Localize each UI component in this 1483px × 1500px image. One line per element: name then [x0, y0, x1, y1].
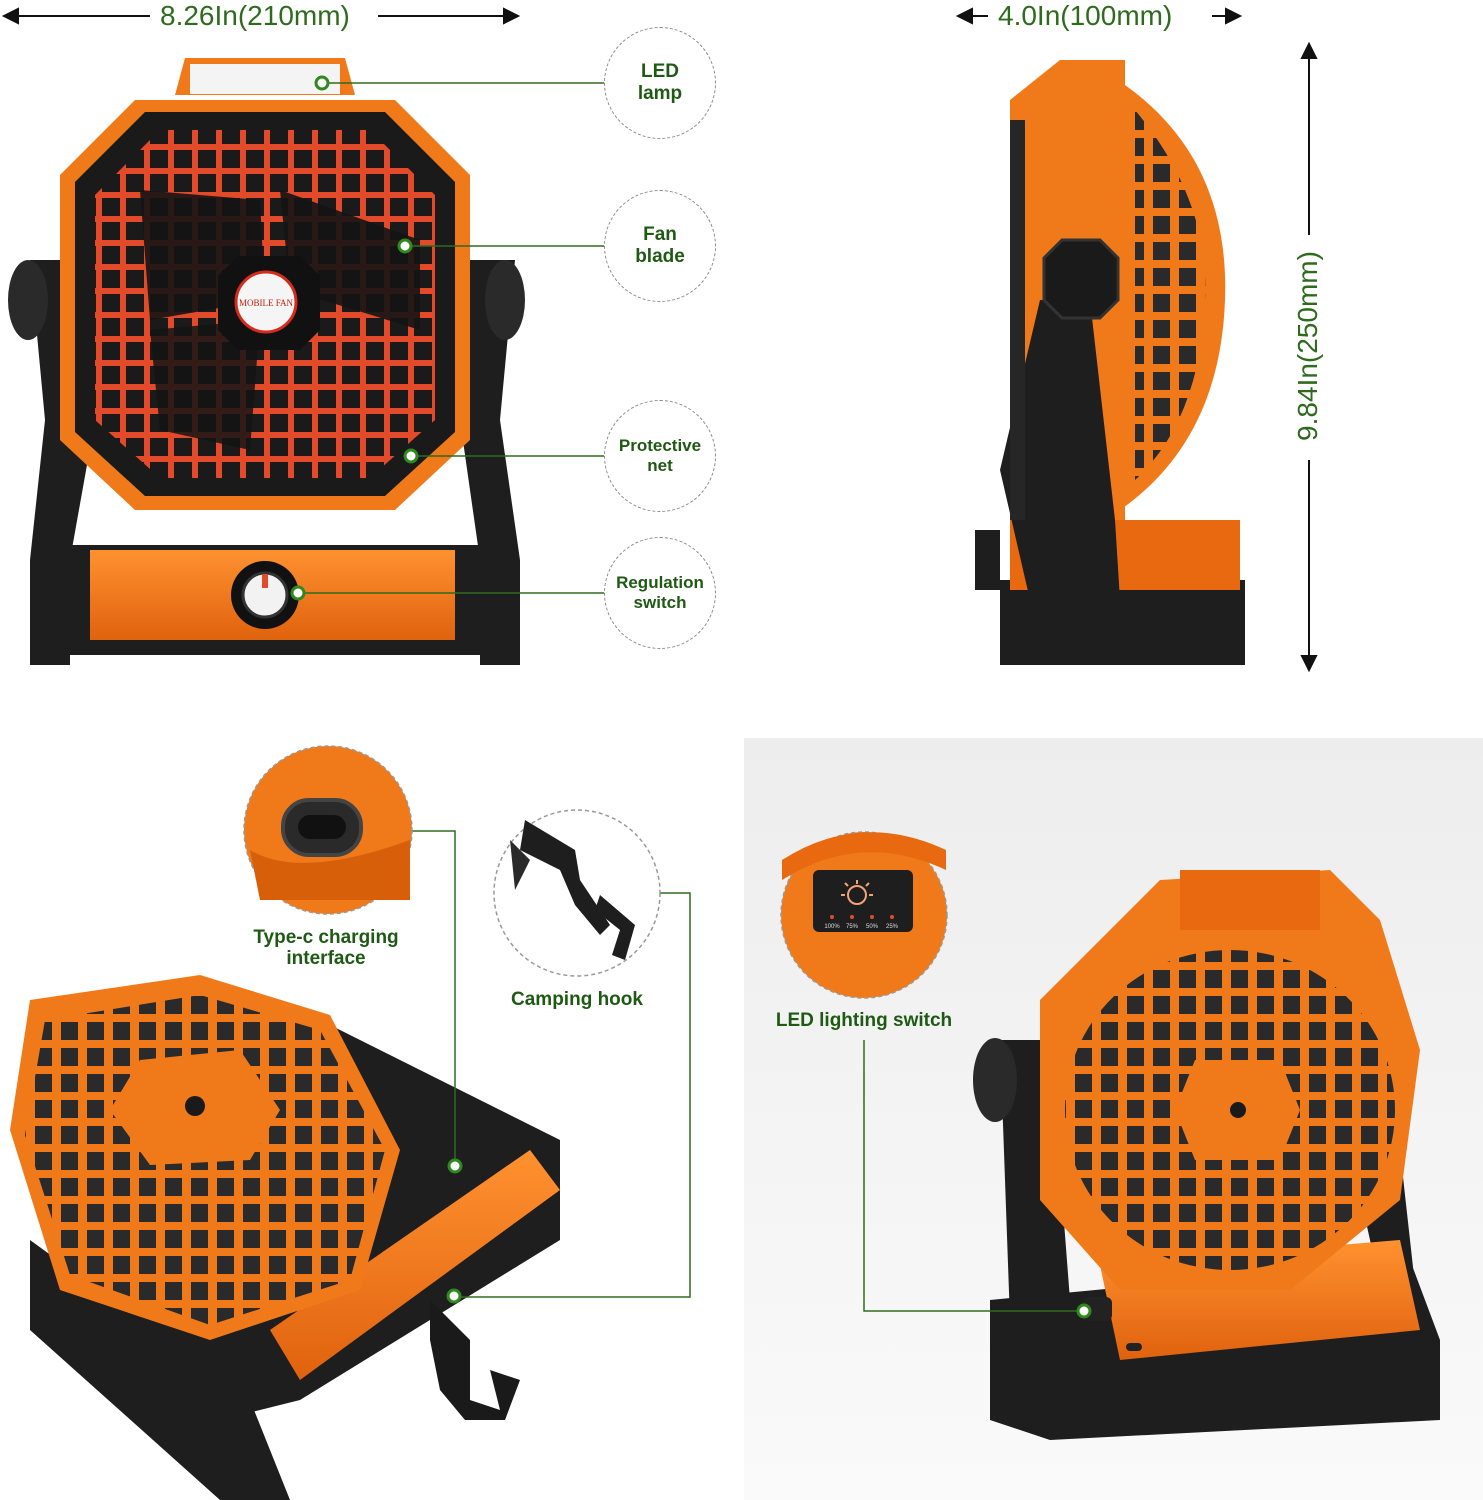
led-switch-zoom-circle	[780, 831, 948, 999]
callout-regulation-switch-line1: Regulation	[616, 573, 704, 593]
mobile-fan-badge: MOBILE FAN	[239, 298, 294, 308]
battery-level-100: 100%	[824, 924, 840, 930]
led-switch-leader	[863, 1040, 1084, 1312]
callout-led-lamp: LED lamp	[604, 27, 716, 139]
battery-level-50: 50%	[866, 924, 879, 930]
tilted-callout-leaders	[411, 830, 691, 1298]
front-callout-dots	[290, 75, 419, 601]
callout-protective-net-line1: Protective	[618, 436, 702, 456]
height-dimension-label: 9.84In(250mm)	[1292, 251, 1323, 441]
led-switch-dot	[1076, 1303, 1092, 1319]
tilted-fan-view	[10, 975, 560, 1500]
height-dimension-arrow	[1300, 41, 1318, 673]
front-callout-leaders	[298, 82, 605, 594]
depth-dimension-label: 4.0In(100mm)	[998, 0, 1173, 31]
front-view-fan	[8, 58, 525, 665]
label-typec-line2: interface	[286, 947, 366, 969]
callout-led-lamp-line2: lamp	[637, 83, 683, 104]
callout-regulation-switch-line2: switch	[633, 593, 687, 612]
label-typec-line1: Type-c charging	[253, 927, 399, 948]
callout-led-lamp-line1: LED	[640, 61, 679, 83]
angled-fan-view	[973, 870, 1440, 1440]
callout-fan-blade-line2: blade	[635, 246, 685, 267]
battery-level-labels: 100% 75% 50% 25%	[824, 924, 898, 930]
depth-dimension-arrow	[955, 7, 1243, 25]
callout-fan-blade-line1: Fan	[643, 224, 677, 246]
callout-regulation-switch: Regulation switch	[604, 537, 716, 649]
typec-zoom-circle	[243, 745, 413, 915]
label-led-lighting-switch: LED lighting switch	[775, 1010, 953, 1031]
callout-protective-net: Protective net	[604, 400, 716, 512]
tilted-callout-dots	[446, 1158, 463, 1304]
width-dimension-label: 8.26In(210mm)	[160, 0, 350, 31]
label-typec-charging: Type-c charging interface	[236, 927, 416, 970]
width-dimension-arrow	[1, 7, 521, 25]
battery-level-25: 25%	[886, 924, 899, 930]
callout-protective-net-line2: net	[647, 456, 673, 475]
side-view-fan	[975, 60, 1245, 665]
label-camping-hook: Camping hook	[511, 989, 643, 1010]
battery-level-75: 75%	[846, 924, 859, 930]
camping-hook-zoom-circle	[493, 809, 661, 977]
callout-fan-blade: Fan blade	[604, 190, 716, 302]
